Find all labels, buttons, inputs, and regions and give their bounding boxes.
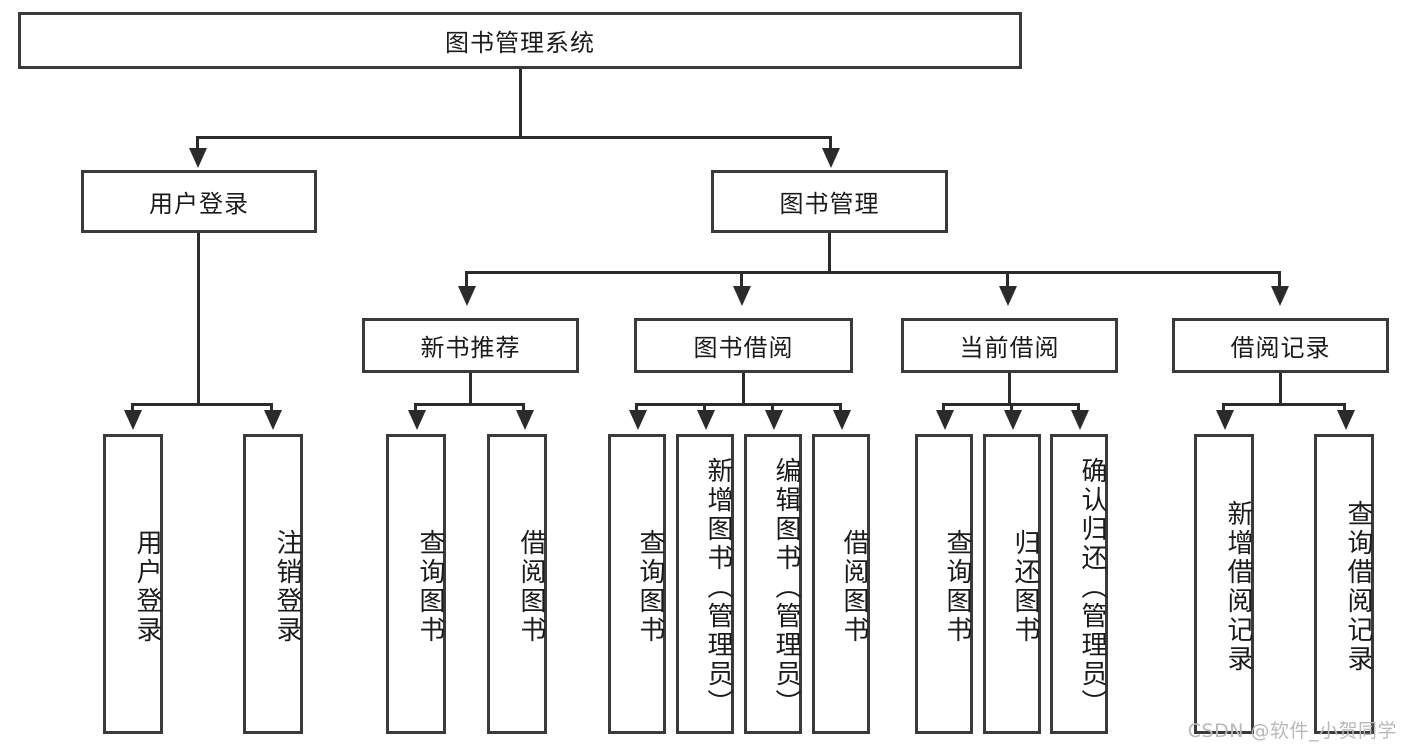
- connector-drop-cb-leaf-2: [1010, 403, 1013, 413]
- connector-drop-br-leaf-1: [1222, 403, 1225, 413]
- arrow-to-leaf-user-login: [124, 410, 142, 430]
- node-user-login[interactable]: 用户登录: [81, 170, 317, 233]
- leaf-add-borrow-record[interactable]: 新增借阅记录: [1194, 434, 1254, 734]
- connector-drop-user-login: [196, 136, 199, 151]
- node-label: 当前借阅: [959, 334, 1060, 362]
- connector-new-book-stem: [469, 373, 472, 403]
- connector-drop-bb-leaf-3: [771, 403, 774, 413]
- node-label: 新增借阅记录: [1223, 500, 1253, 674]
- connector-borrow-record-stem: [1279, 373, 1282, 403]
- arrow-to-br-leaf-query-record: [1337, 410, 1355, 430]
- leaf-query-book-recommend[interactable]: 查询图书: [386, 434, 446, 734]
- node-label: 归还图书: [1010, 529, 1040, 645]
- watermark: CSDN @软件_小贺同学: [1187, 720, 1397, 742]
- node-label: 编辑图书（管理员）: [771, 456, 801, 718]
- node-label: 图书管理: [779, 190, 880, 218]
- arrow-to-cb-leaf-confirm-return: [1071, 410, 1089, 430]
- arrow-to-borrow-record: [1271, 286, 1289, 306]
- connector-borrow-record-bus: [1222, 403, 1346, 406]
- connector-drop-borrow-record: [1278, 271, 1281, 289]
- connector-drop-bb-leaf-2: [703, 403, 706, 413]
- node-label: 用户登录: [149, 190, 249, 218]
- leaf-borrow-book[interactable]: 借阅图书: [812, 434, 870, 734]
- node-root-library-system[interactable]: 图书管理系统: [18, 12, 1022, 69]
- connector-level3-bus: [465, 271, 1281, 274]
- leaf-borrow-book-recommend[interactable]: 借阅图书: [487, 434, 547, 734]
- arrow-to-cb-leaf-return-book: [1004, 410, 1022, 430]
- node-new-book-recommend[interactable]: 新书推荐: [362, 318, 579, 373]
- connector-root-bus: [196, 136, 832, 139]
- connector-drop-book-borrow: [740, 271, 743, 289]
- connector-drop-bb-leaf-4: [839, 403, 842, 413]
- arrow-to-bb-leaf-borrow-book: [833, 410, 851, 430]
- node-label: 确认归还（管理员）: [1077, 456, 1107, 718]
- connector-book-borrow-stem: [742, 373, 745, 403]
- arrow-to-br-leaf-add-record: [1216, 410, 1234, 430]
- node-label: 借阅图书: [516, 529, 546, 645]
- connector-book-borrow-bus: [635, 403, 842, 406]
- arrow-to-bb-leaf-add-book: [697, 410, 715, 430]
- node-label: 查询图书: [415, 529, 445, 645]
- leaf-confirm-return-admin[interactable]: 确认归还（管理员）: [1050, 434, 1108, 734]
- leaf-return-book[interactable]: 归还图书: [983, 434, 1041, 734]
- leaf-edit-book-admin[interactable]: 编辑图书（管理员）: [744, 434, 802, 734]
- arrow-to-new-book-recommend: [458, 286, 476, 306]
- node-current-borrow[interactable]: 当前借阅: [901, 318, 1118, 373]
- connector-root-stem: [519, 69, 522, 136]
- node-label: 查询图书: [635, 529, 665, 645]
- connector-drop-leaf-logout: [270, 403, 273, 413]
- node-book-management[interactable]: 图书管理: [711, 170, 948, 233]
- connector-drop-nb-leaf-1: [414, 403, 417, 413]
- connector-drop-cb-leaf-3: [1077, 403, 1080, 413]
- leaf-query-book-borrow[interactable]: 查询图书: [608, 434, 666, 734]
- node-label: 查询借阅记录: [1343, 500, 1373, 674]
- connector-drop-new-book: [465, 271, 468, 289]
- arrow-to-cb-leaf-query-book: [936, 410, 954, 430]
- connector-drop-nb-leaf-2: [522, 403, 525, 413]
- connector-drop-br-leaf-2: [1343, 403, 1346, 413]
- node-label: 注销登录: [272, 529, 302, 645]
- connector-drop-bb-leaf-1: [635, 403, 638, 413]
- arrow-to-book-borrow: [733, 286, 751, 306]
- connector-user-login-bus: [131, 403, 273, 406]
- connector-drop-cb-leaf-1: [942, 403, 945, 413]
- node-label: 新书推荐: [420, 334, 521, 362]
- leaf-user-login[interactable]: 用户登录: [103, 434, 163, 734]
- arrow-to-leaf-logout: [264, 410, 282, 430]
- node-borrow-record[interactable]: 借阅记录: [1172, 318, 1389, 373]
- arrow-to-nb-leaf-borrow-book: [516, 410, 534, 430]
- arrow-to-user-login: [189, 148, 207, 168]
- arrow-to-book-manage: [822, 148, 840, 168]
- connector-drop-leaf-user-login: [131, 403, 134, 413]
- leaf-query-book-current[interactable]: 查询图书: [915, 434, 973, 734]
- node-label: 借阅记录: [1230, 334, 1331, 362]
- node-label: 借阅图书: [839, 529, 869, 645]
- arrow-to-bb-leaf-edit-book: [765, 410, 783, 430]
- arrow-to-current-borrow: [999, 286, 1017, 306]
- node-label: 用户登录: [132, 529, 162, 645]
- connector-drop-current-borrow: [1006, 271, 1009, 289]
- node-label: 图书借阅: [693, 334, 794, 362]
- arrow-to-nb-leaf-query-book: [408, 410, 426, 430]
- node-label: 新增图书（管理员）: [703, 456, 733, 718]
- node-label: 查询图书: [942, 529, 972, 645]
- leaf-query-borrow-record[interactable]: 查询借阅记录: [1314, 434, 1374, 734]
- connector-book-manage-stem: [828, 233, 831, 271]
- leaf-logout[interactable]: 注销登录: [243, 434, 303, 734]
- connector-user-login-stem: [197, 233, 200, 403]
- node-label: 图书管理系统: [445, 29, 595, 57]
- connector-current-borrow-stem: [1008, 373, 1011, 403]
- node-book-borrow[interactable]: 图书借阅: [634, 318, 853, 373]
- connector-drop-book-manage: [829, 136, 832, 151]
- connector-new-book-bus: [414, 403, 525, 406]
- arrow-to-bb-leaf-query-book: [629, 410, 647, 430]
- leaf-add-book-admin[interactable]: 新增图书（管理员）: [676, 434, 734, 734]
